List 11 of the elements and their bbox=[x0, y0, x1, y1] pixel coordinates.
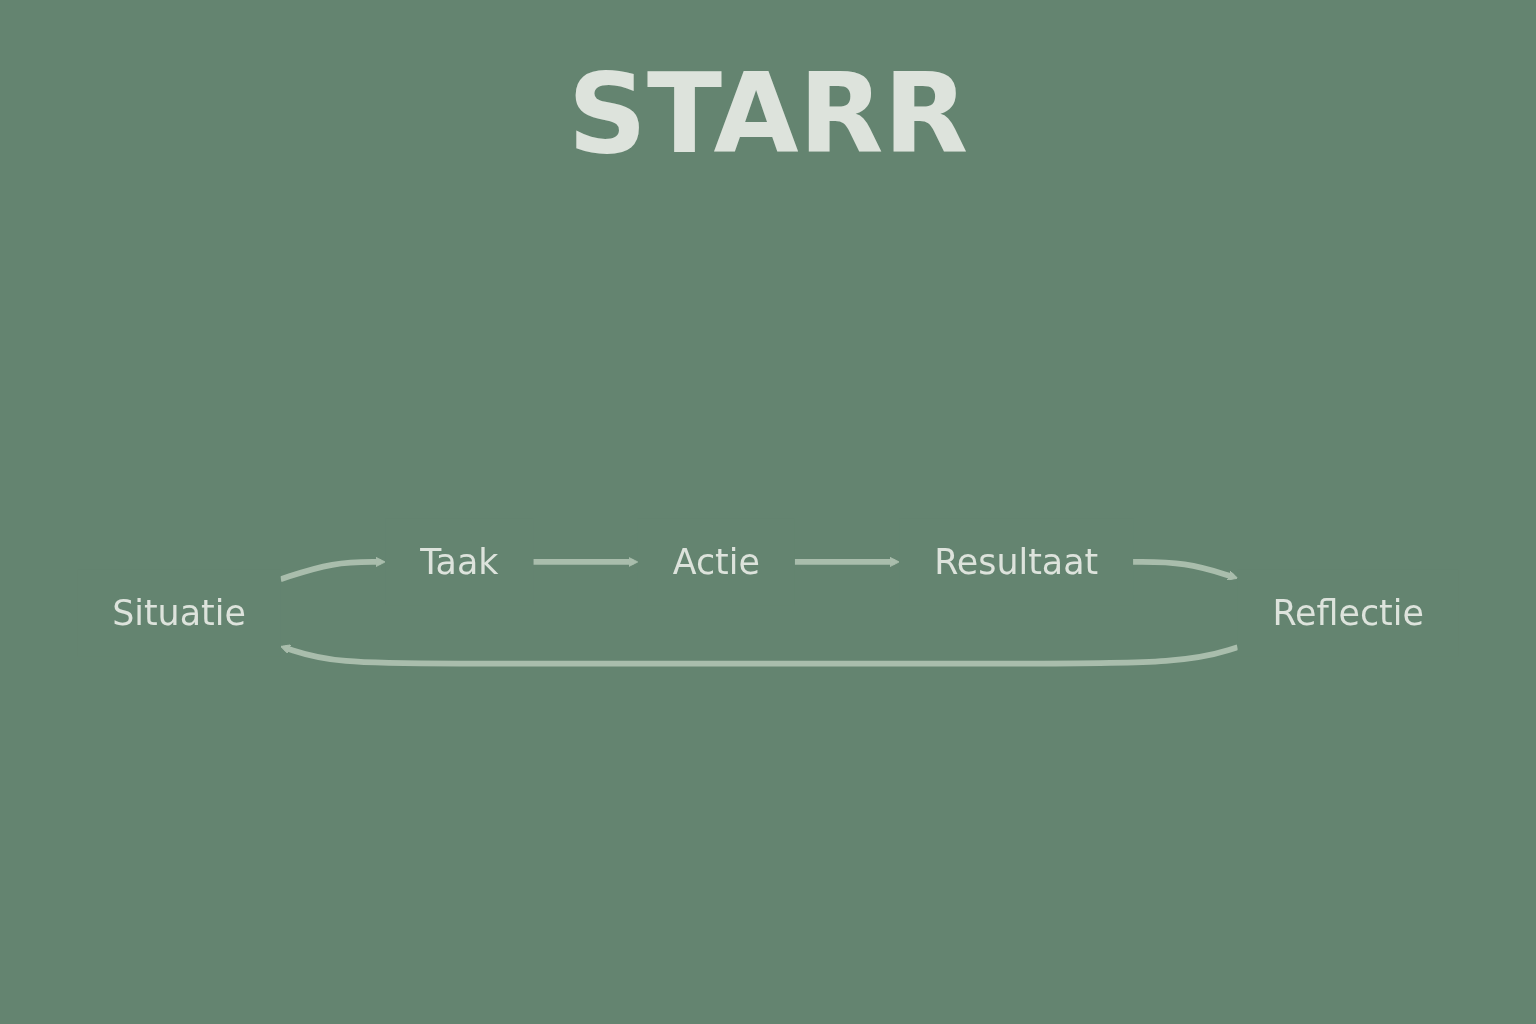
node-text: Actie bbox=[672, 541, 760, 583]
node-text: Situatie bbox=[112, 592, 246, 634]
diagram-title: STARR bbox=[567, 50, 969, 178]
arrow bbox=[794, 556, 900, 568]
node-text: Taak bbox=[420, 541, 499, 583]
arrow bbox=[279, 556, 386, 582]
node-text: Resultaat bbox=[934, 541, 1099, 583]
arrow bbox=[1133, 559, 1239, 581]
arrow bbox=[280, 644, 1239, 667]
node-text: Reflectie bbox=[1272, 592, 1424, 634]
arrow bbox=[533, 556, 639, 568]
